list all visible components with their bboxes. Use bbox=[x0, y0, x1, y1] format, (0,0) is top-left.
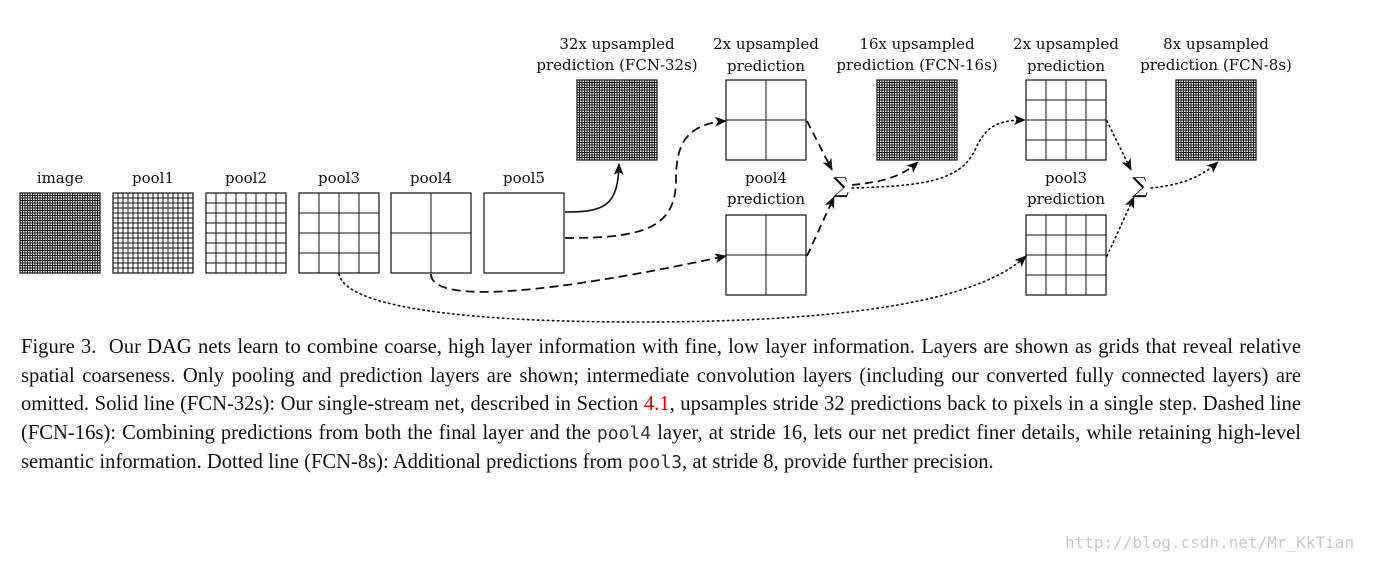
code-pool3: pool3 bbox=[627, 452, 683, 473]
pool4-prediction-label-line1: pool4 bbox=[745, 169, 787, 187]
up2b-label-line2: prediction bbox=[1027, 57, 1105, 75]
code-pool4: pool4 bbox=[596, 422, 652, 444]
grid-border bbox=[483, 192, 565, 274]
fcn8s-label-line2: prediction (FCN-8s) bbox=[1140, 56, 1292, 74]
dashed-arrow-pool5-to-2x-upsampled bbox=[564, 116, 727, 239]
sum-symbol-fcn8: ∑ bbox=[1132, 174, 1148, 199]
caption-text-1: Our DAG nets learn to combine coarse, hi… bbox=[21, 336, 1301, 415]
pool1-label: pool1 bbox=[132, 169, 174, 187]
watermark: http://blog.csdn.net/Mr_KkTian bbox=[1065, 533, 1354, 552]
grid-lines bbox=[1176, 80, 1256, 160]
dotted-arrow-sum-to-2x-upsampled bbox=[851, 115, 1026, 189]
dashed-arrow-upsampled-to-sum bbox=[806, 120, 833, 171]
image-label: image bbox=[37, 169, 84, 187]
pool5-grid bbox=[483, 192, 565, 274]
fcn16s-label-line1: 16x upsampled bbox=[859, 35, 975, 53]
pool5-label: pool5 bbox=[503, 169, 545, 187]
sum-symbol-fcn16: ∑ bbox=[833, 174, 849, 199]
pool1-grid bbox=[112, 192, 194, 274]
caption-text-4: , at stride 8, provide further precision… bbox=[682, 451, 994, 473]
dotted-arrow-pool3-to-pool3-prediction bbox=[338, 255, 1027, 323]
grid-lines bbox=[391, 193, 471, 273]
pool2-grid bbox=[205, 192, 287, 274]
caption-text-3: layer, at stride 16, lets our net predic… bbox=[21, 421, 1301, 474]
fcn16s-prediction-grid bbox=[876, 79, 958, 161]
dashed-arrow-pool4pred-to-sum bbox=[806, 196, 835, 257]
fcn8s-label-line1: 8x upsampled bbox=[1163, 35, 1269, 53]
grid-lines bbox=[206, 193, 286, 273]
fcn8s-prediction-grid bbox=[1175, 79, 1257, 161]
pool3-prediction-label-line2: prediction bbox=[1027, 190, 1105, 208]
up2a-label-line2: prediction bbox=[727, 57, 805, 75]
dotted-arrow-pool3pred-to-sum bbox=[1106, 196, 1135, 257]
2x-upsampled-prediction-grid-2 bbox=[1025, 79, 1107, 161]
section-reference-link[interactable]: 4.1 bbox=[643, 393, 670, 415]
pool4-grid bbox=[390, 192, 472, 274]
pool4-prediction-label-line2: prediction bbox=[727, 190, 805, 208]
up2a-label-line1: 2x upsampled bbox=[713, 35, 819, 53]
2x-upsampled-prediction-grid bbox=[725, 79, 807, 161]
pool3-grid bbox=[298, 192, 380, 274]
dashed-arrow-sum-to-fcn16s bbox=[851, 161, 919, 186]
dotted-arrow-upsampled-to-sum bbox=[1106, 120, 1132, 171]
up2b-label-line1: 2x upsampled bbox=[1013, 35, 1119, 53]
solid-arrow-pool5-to-fcn32s bbox=[564, 163, 624, 213]
pool3-label: pool3 bbox=[318, 169, 360, 187]
grid-lines bbox=[577, 80, 657, 160]
grid-lines bbox=[726, 80, 806, 160]
pool3-prediction-grid bbox=[1025, 214, 1107, 296]
caption-text-2: , upsamples stride 32 predictions back t… bbox=[21, 393, 1301, 444]
grid-lines bbox=[113, 193, 193, 273]
dotted-arrow-sum-to-fcn8s bbox=[1150, 161, 1219, 189]
image-grid bbox=[19, 192, 101, 274]
fcn32s-prediction-grid bbox=[576, 79, 658, 161]
fcn-dag-diagram: image pool1 pool2 pool3 pool4 pool5 32x … bbox=[19, 35, 1292, 323]
fcn16s-label-line2: prediction (FCN-16s) bbox=[836, 56, 997, 74]
grid-lines bbox=[20, 193, 100, 273]
fcn32s-label-line1: 32x upsampled bbox=[559, 35, 675, 53]
pool4-label: pool4 bbox=[410, 169, 452, 187]
pool4-prediction-grid bbox=[725, 214, 807, 296]
figure-label: Figure 3. bbox=[21, 336, 97, 358]
grid-lines bbox=[299, 193, 379, 273]
grid-lines bbox=[726, 215, 806, 295]
pool3-prediction-label-line1: pool3 bbox=[1045, 169, 1087, 187]
grid-lines bbox=[1026, 215, 1106, 295]
figure-caption: Figure 3. Our DAG nets learn to combine … bbox=[21, 333, 1301, 478]
pool2-label: pool2 bbox=[225, 169, 267, 187]
dashed-arrow-pool4-to-pool4-prediction bbox=[430, 253, 727, 293]
fcn32s-label-line2: prediction (FCN-32s) bbox=[536, 56, 697, 74]
grid-lines bbox=[877, 80, 957, 160]
grid-lines bbox=[1026, 80, 1106, 160]
